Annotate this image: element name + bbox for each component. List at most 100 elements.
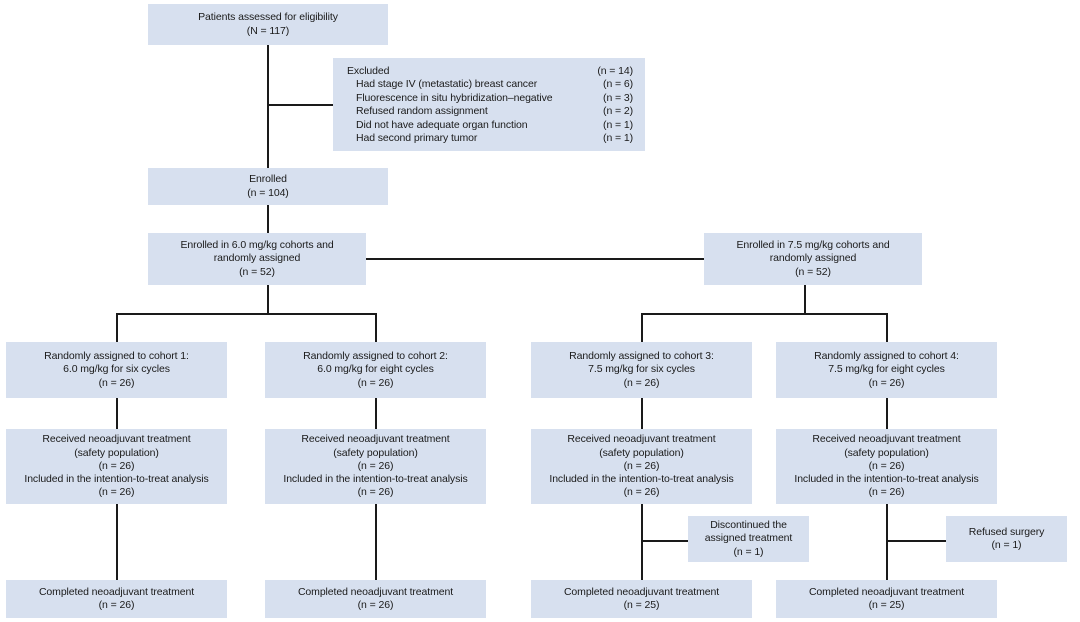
box-line: (n = 25)	[868, 599, 905, 611]
connector-bracket-right-extension	[804, 313, 887, 315]
connector-bracket-left-to-cohort2	[375, 313, 377, 342]
box-line: randomly assigned	[213, 252, 301, 265]
connector-bracket-left	[116, 313, 377, 315]
box-line: randomly assigned	[769, 252, 857, 265]
box-line: Received neoadjuvant treatment	[42, 433, 191, 446]
box-received-treatment-cohort-1: Received neoadjuvant treatment (safety p…	[6, 429, 227, 504]
connector-enrolled60-to-enrolled75	[366, 258, 704, 260]
box-completed-treatment-cohort-2: Completed neoadjuvant treatment (n = 26)	[265, 580, 486, 618]
excluded-reason-row: Refused random assignment (n = 2)	[347, 105, 633, 118]
box-line: (n = 26)	[357, 599, 394, 611]
box-line: Included in the intention-to-treat analy…	[24, 473, 209, 486]
box-line: Enrolled	[249, 173, 287, 186]
box-line: Randomly assigned to cohort 1:	[44, 350, 189, 363]
box-enrolled-60mgkg: Enrolled in 6.0 mg/kg cohorts and random…	[148, 233, 366, 285]
box-line: Completed neoadjuvant treatment	[297, 585, 454, 598]
box-line: (n = 1)	[991, 539, 1022, 551]
box-line: Received neoadjuvant treatment	[567, 433, 716, 446]
box-line: (n = 26)	[623, 459, 660, 472]
connector-trunk-to-excluded	[267, 104, 333, 106]
connector-cohort1-to-received1	[116, 398, 118, 429]
connector-cohort2-to-received2	[375, 398, 377, 429]
box-line: (n = 104)	[247, 186, 289, 199]
box-line: (n = 26)	[623, 376, 660, 389]
excluded-reason-count: (n = 1)	[603, 118, 633, 131]
box-line: (n = 26)	[98, 599, 135, 611]
excluded-reason-count: (n = 6)	[603, 78, 633, 91]
box-line: (n = 26)	[623, 486, 660, 499]
box-line: (n = 26)	[868, 376, 905, 389]
box-completed-treatment-cohort-4: Completed neoadjuvant treatment (n = 25)	[776, 580, 997, 618]
box-line: 7.5 mg/kg for eight cycles	[828, 363, 945, 376]
box-line: (safety population)	[844, 446, 929, 459]
excluded-reason-row: Did not have adequate organ function (n …	[347, 119, 633, 132]
connector-bracket-right-to-cohort3	[641, 313, 643, 342]
box-line: Included in the intention-to-treat analy…	[549, 473, 734, 486]
box-received-treatment-cohort-4: Received neoadjuvant treatment (safety p…	[776, 429, 997, 504]
box-completed-treatment-cohort-3: Completed neoadjuvant treatment (n = 25)	[531, 580, 752, 618]
excluded-reason-label: Had stage IV (metastatic) breast cancer	[356, 78, 538, 91]
box-line: (n = 26)	[357, 459, 394, 472]
excluded-reason-row: Fluorescence in situ hybridization–negat…	[347, 92, 633, 105]
box-line: assigned treatment	[704, 532, 793, 545]
box-line: 6.0 mg/kg for eight cycles	[317, 363, 434, 376]
connector-enrolled75-stem	[804, 285, 806, 314]
box-completed-treatment-cohort-1: Completed neoadjuvant treatment (n = 26)	[6, 580, 227, 618]
box-line: (n = 26)	[98, 376, 135, 389]
connector-received2-to-completed2	[375, 504, 377, 580]
box-received-treatment-cohort-2: Received neoadjuvant treatment (safety p…	[265, 429, 486, 504]
box-line: Included in the intention-to-treat analy…	[794, 473, 979, 486]
box-line: 7.5 mg/kg for six cycles	[588, 363, 695, 376]
box-line: Refused surgery	[968, 525, 1045, 538]
connector-received3-to-completed3	[641, 504, 643, 580]
excluded-reason-count: (n = 3)	[603, 91, 633, 104]
box-line: Enrolled in 6.0 mg/kg cohorts and	[180, 239, 334, 252]
connector-cohort3-to-received3	[641, 398, 643, 429]
excluded-title: Excluded	[347, 65, 390, 77]
box-cohort-4: Randomly assigned to cohort 4: 7.5 mg/kg…	[776, 342, 997, 398]
excluded-title-row: Excluded (n = 14)	[347, 65, 633, 78]
box-line: (n = 26)	[868, 486, 905, 499]
box-line: Discontinued the	[710, 519, 787, 532]
box-line: (n = 26)	[357, 486, 394, 499]
connector-bracket-right-to-cohort4	[886, 313, 888, 342]
box-line: (n = 52)	[795, 265, 831, 278]
connector-received4-to-completed4	[886, 504, 888, 580]
box-received-treatment-cohort-3: Received neoadjuvant treatment (safety p…	[531, 429, 752, 504]
box-line: Randomly assigned to cohort 2:	[303, 350, 448, 363]
box-enrolled: Enrolled (n = 104)	[148, 168, 388, 205]
connector-bracket-left-to-cohort1	[116, 313, 118, 342]
box-line: (n = 52)	[239, 265, 275, 278]
box-refused-surgery-cohort-4: Refused surgery (n = 1)	[946, 516, 1067, 562]
box-line: (N = 117)	[246, 24, 290, 37]
box-line: Randomly assigned to cohort 3:	[569, 350, 714, 363]
box-line: Patients assessed for eligibility	[198, 11, 338, 24]
box-line: Completed neoadjuvant treatment	[563, 585, 720, 598]
box-line: Included in the intention-to-treat analy…	[283, 473, 468, 486]
box-line: (n = 26)	[98, 486, 135, 499]
box-cohort-1: Randomly assigned to cohort 1: 6.0 mg/kg…	[6, 342, 227, 398]
box-line: (n = 26)	[357, 376, 394, 389]
box-line: Completed neoadjuvant treatment	[38, 585, 195, 598]
excluded-reason-label: Refused random assignment	[356, 105, 488, 118]
excluded-reason-row: Had second primary tumor (n = 1)	[347, 132, 633, 145]
box-line: Randomly assigned to cohort 4:	[814, 350, 959, 363]
excluded-reason-label: Did not have adequate organ function	[356, 118, 528, 131]
box-enrolled-75mgkg: Enrolled in 7.5 mg/kg cohorts and random…	[704, 233, 922, 285]
box-line: 6.0 mg/kg for six cycles	[63, 363, 170, 376]
box-excluded: Excluded (n = 14) Had stage IV (metastat…	[333, 58, 645, 151]
box-line: Enrolled in 7.5 mg/kg cohorts and	[736, 239, 890, 252]
box-line: (safety population)	[333, 446, 418, 459]
excluded-reason-label: Fluorescence in situ hybridization–negat…	[356, 91, 553, 104]
connector-received1-to-completed1	[116, 504, 118, 580]
connector-assessed-to-enrolled	[267, 45, 269, 168]
connector-enrolled60-stem	[267, 285, 269, 314]
box-discontinued-cohort-3: Discontinued the assigned treatment (n =…	[688, 516, 809, 562]
excluded-reason-row: Had stage IV (metastatic) breast cancer …	[347, 78, 633, 91]
excluded-title-count: (n = 14)	[597, 65, 633, 77]
box-patients-assessed: Patients assessed for eligibility (N = 1…	[148, 4, 388, 45]
box-line: Completed neoadjuvant treatment	[808, 585, 965, 598]
connector-to-refused4	[886, 540, 946, 542]
box-line: (safety population)	[74, 446, 159, 459]
